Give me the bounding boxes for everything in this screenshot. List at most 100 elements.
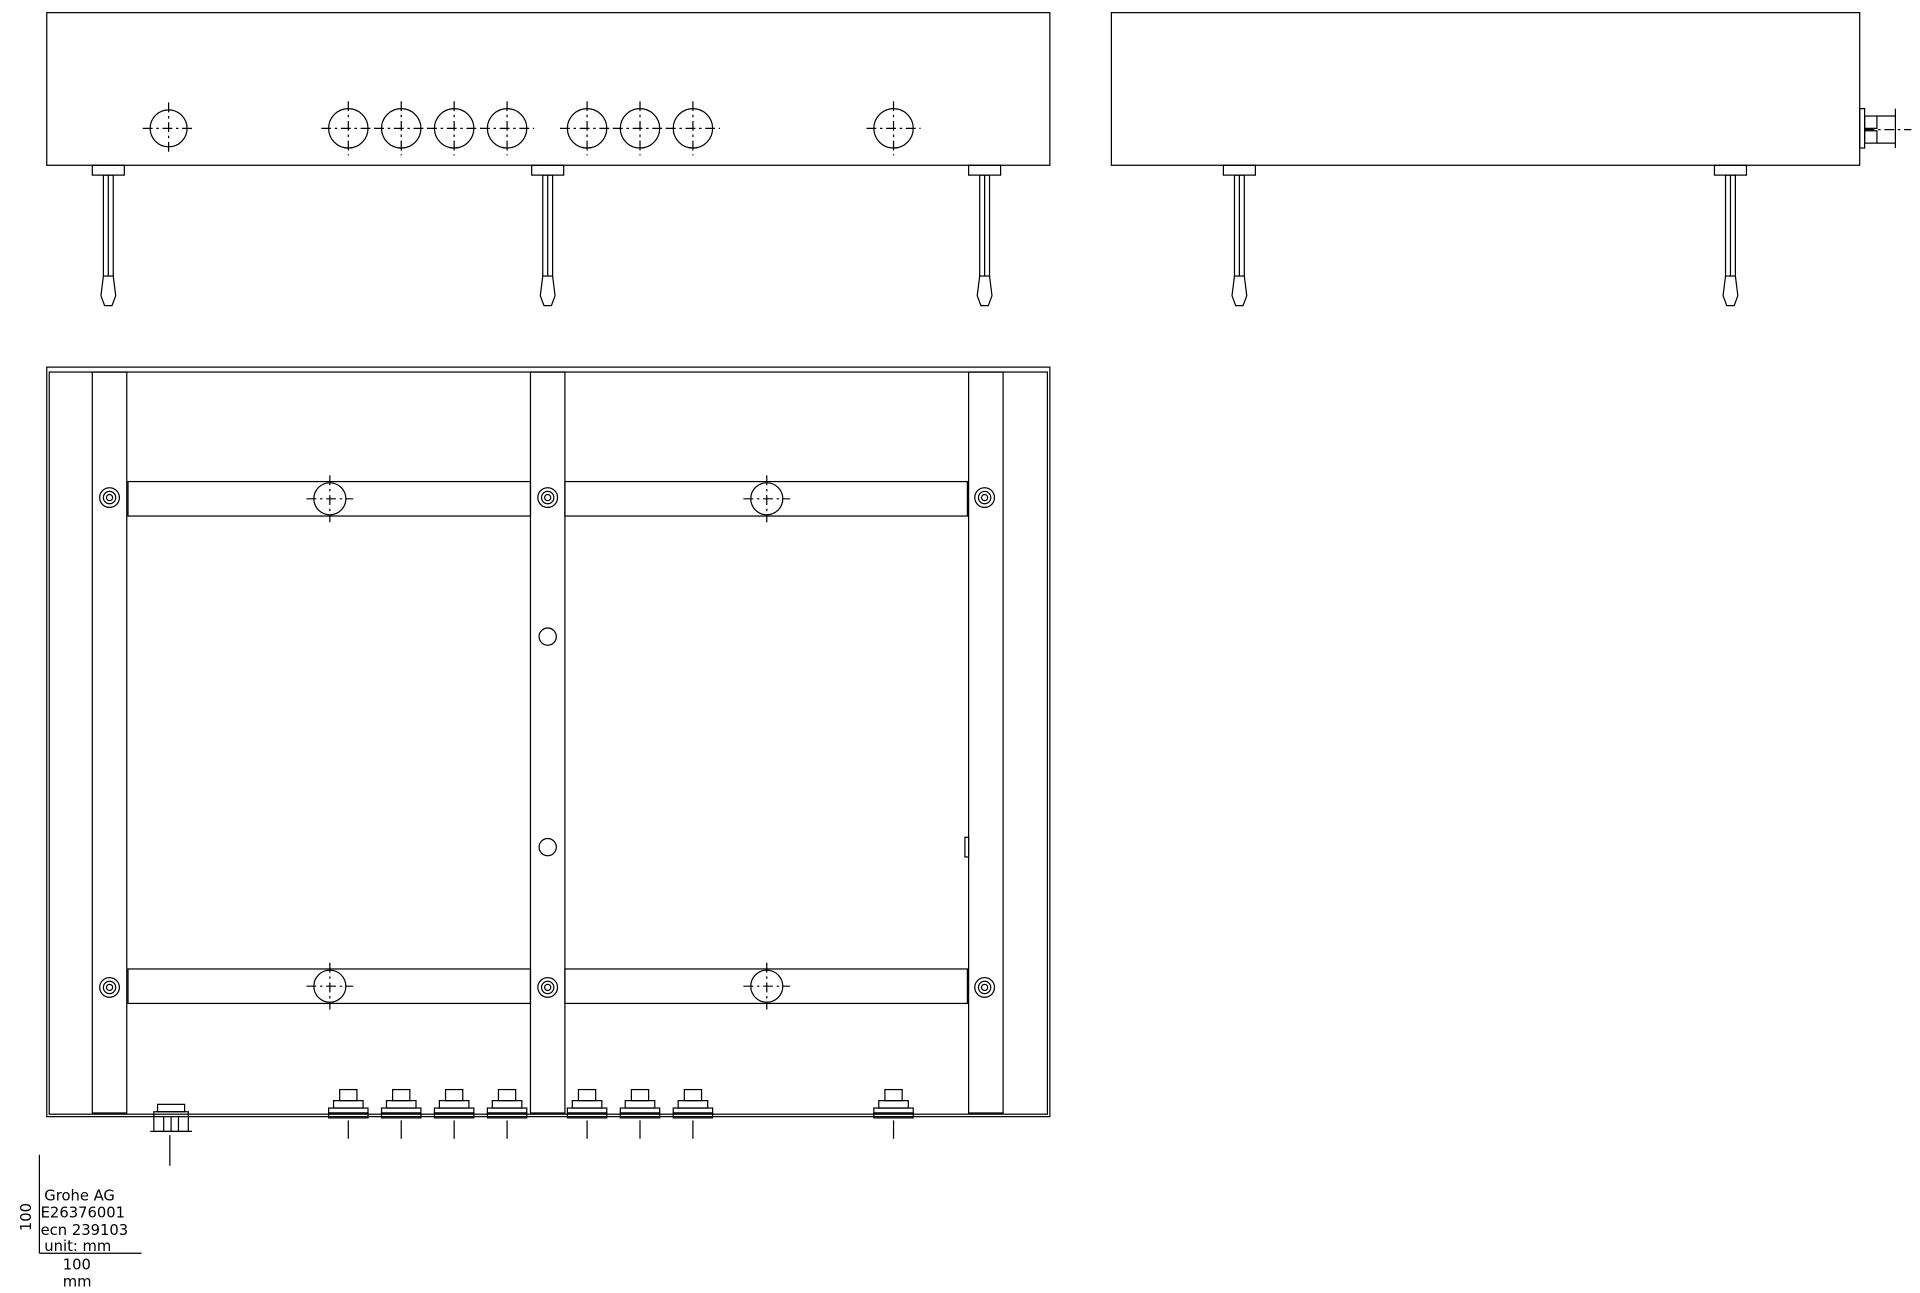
hole-with-centerline — [743, 962, 791, 1010]
fitting-flange — [619, 1107, 661, 1114]
vertical-rail — [91, 371, 128, 1114]
ecn-number: ecn 239103 — [41, 1222, 129, 1239]
front-housing — [46, 12, 1051, 166]
leg-anchor — [1231, 275, 1248, 307]
bolt — [974, 487, 996, 509]
bolt-outer — [537, 976, 559, 998]
hole-with-centerline — [866, 101, 921, 156]
mounting-leg — [91, 164, 125, 307]
fitting-flange — [380, 1112, 422, 1119]
bolt-inner — [544, 983, 552, 992]
leg-anchor — [539, 275, 556, 307]
scale-horizontal-unit: mm — [63, 1274, 92, 1291]
fitting-nut — [884, 1088, 903, 1102]
vertical-rail — [529, 371, 566, 1114]
bolt-outer — [537, 487, 559, 509]
bolt-mid — [102, 490, 117, 505]
hole-with-centerline — [321, 101, 376, 156]
title-block: Grohe AG E26376001 ecn 239103 unit: mm — [41, 1187, 129, 1254]
fitting-flange — [672, 1112, 714, 1119]
fitting-body — [332, 1100, 364, 1109]
fitting-flange — [486, 1107, 528, 1114]
fitting-flange — [433, 1112, 475, 1119]
fitting-body — [677, 1100, 709, 1109]
fitting-flange — [380, 1107, 422, 1114]
connector-port — [1864, 115, 1878, 129]
leg-anchor — [100, 275, 117, 307]
bolt-outer — [99, 976, 121, 998]
pipe-fitting — [873, 1088, 914, 1139]
bolt-mid — [540, 490, 555, 505]
pipe-fitting — [486, 1088, 528, 1139]
hole-with-centerline — [665, 101, 720, 156]
rail-hole — [538, 627, 557, 646]
scale-horizontal-label: 100 — [63, 1256, 91, 1273]
vertical-rail — [968, 371, 1004, 1114]
company-name: Grohe AG — [44, 1187, 115, 1204]
fitting-nut — [630, 1088, 650, 1102]
hole-with-centerline — [427, 101, 482, 156]
mounting-leg — [1222, 164, 1256, 307]
hole-with-centerline — [743, 475, 791, 523]
mounting-leg — [531, 164, 565, 307]
fitting-flange — [619, 1112, 661, 1119]
hole-with-centerline — [306, 962, 354, 1010]
scale-bar: 100 100 mm — [18, 1154, 142, 1291]
connector-port — [1864, 130, 1878, 144]
pipe-fitting — [328, 1088, 369, 1139]
rail-hole — [538, 837, 557, 857]
fitting-flange — [873, 1112, 914, 1119]
bolt-inner — [980, 493, 989, 502]
fitting-flange — [328, 1112, 369, 1119]
side-connector — [1859, 108, 1912, 149]
leg-cap — [1713, 164, 1748, 176]
bolt — [974, 976, 996, 998]
top-view — [46, 366, 1051, 1166]
fitting-flange — [873, 1107, 914, 1114]
front-view — [46, 12, 1051, 307]
unit-label: unit: mm — [44, 1238, 111, 1255]
pipe-fitting — [433, 1088, 475, 1139]
fitting-nut — [683, 1088, 703, 1102]
fitting-flange — [433, 1107, 475, 1114]
bolt-inner — [980, 983, 989, 992]
bolt-outer — [974, 976, 996, 998]
bolt-outer — [99, 487, 121, 509]
bolt-inner — [105, 493, 114, 502]
fitting-nut — [497, 1088, 517, 1102]
fitting-flange — [672, 1107, 714, 1114]
bolt-mid — [102, 980, 117, 995]
mounting-leg — [1713, 164, 1748, 307]
bolt — [99, 976, 121, 998]
fitting-nut — [577, 1088, 597, 1102]
hole-with-centerline — [560, 101, 615, 156]
bolt-mid — [977, 490, 992, 505]
bolt-inner — [544, 493, 552, 502]
leg-cap — [1222, 164, 1256, 176]
bolt-outer — [974, 487, 996, 509]
connector-plate — [1859, 108, 1866, 149]
fitting-flange — [486, 1112, 528, 1119]
leg-cap — [91, 164, 125, 176]
fitting-nut — [392, 1088, 411, 1102]
fitting-body — [438, 1100, 470, 1109]
pipe-fitting — [619, 1088, 661, 1139]
bolt-inner — [105, 983, 114, 992]
part-number: E26376001 — [41, 1205, 125, 1222]
fitting-body — [385, 1100, 417, 1109]
top-outer-frame — [46, 366, 1051, 1118]
bolt-mid — [977, 980, 992, 995]
leg-anchor — [1722, 275, 1739, 307]
bolt-mid — [540, 980, 555, 995]
fitting-body — [624, 1100, 656, 1109]
hole-with-centerline — [142, 102, 195, 155]
leg-cap — [968, 164, 1002, 176]
fitting-body — [571, 1100, 603, 1109]
leg-cap — [531, 164, 565, 176]
pipe-fitting — [566, 1088, 608, 1139]
side-housing — [1110, 12, 1861, 166]
bottom-connector — [150, 1103, 192, 1166]
leg-anchor — [976, 275, 993, 307]
bolt — [537, 487, 559, 509]
connector-top — [156, 1103, 186, 1113]
